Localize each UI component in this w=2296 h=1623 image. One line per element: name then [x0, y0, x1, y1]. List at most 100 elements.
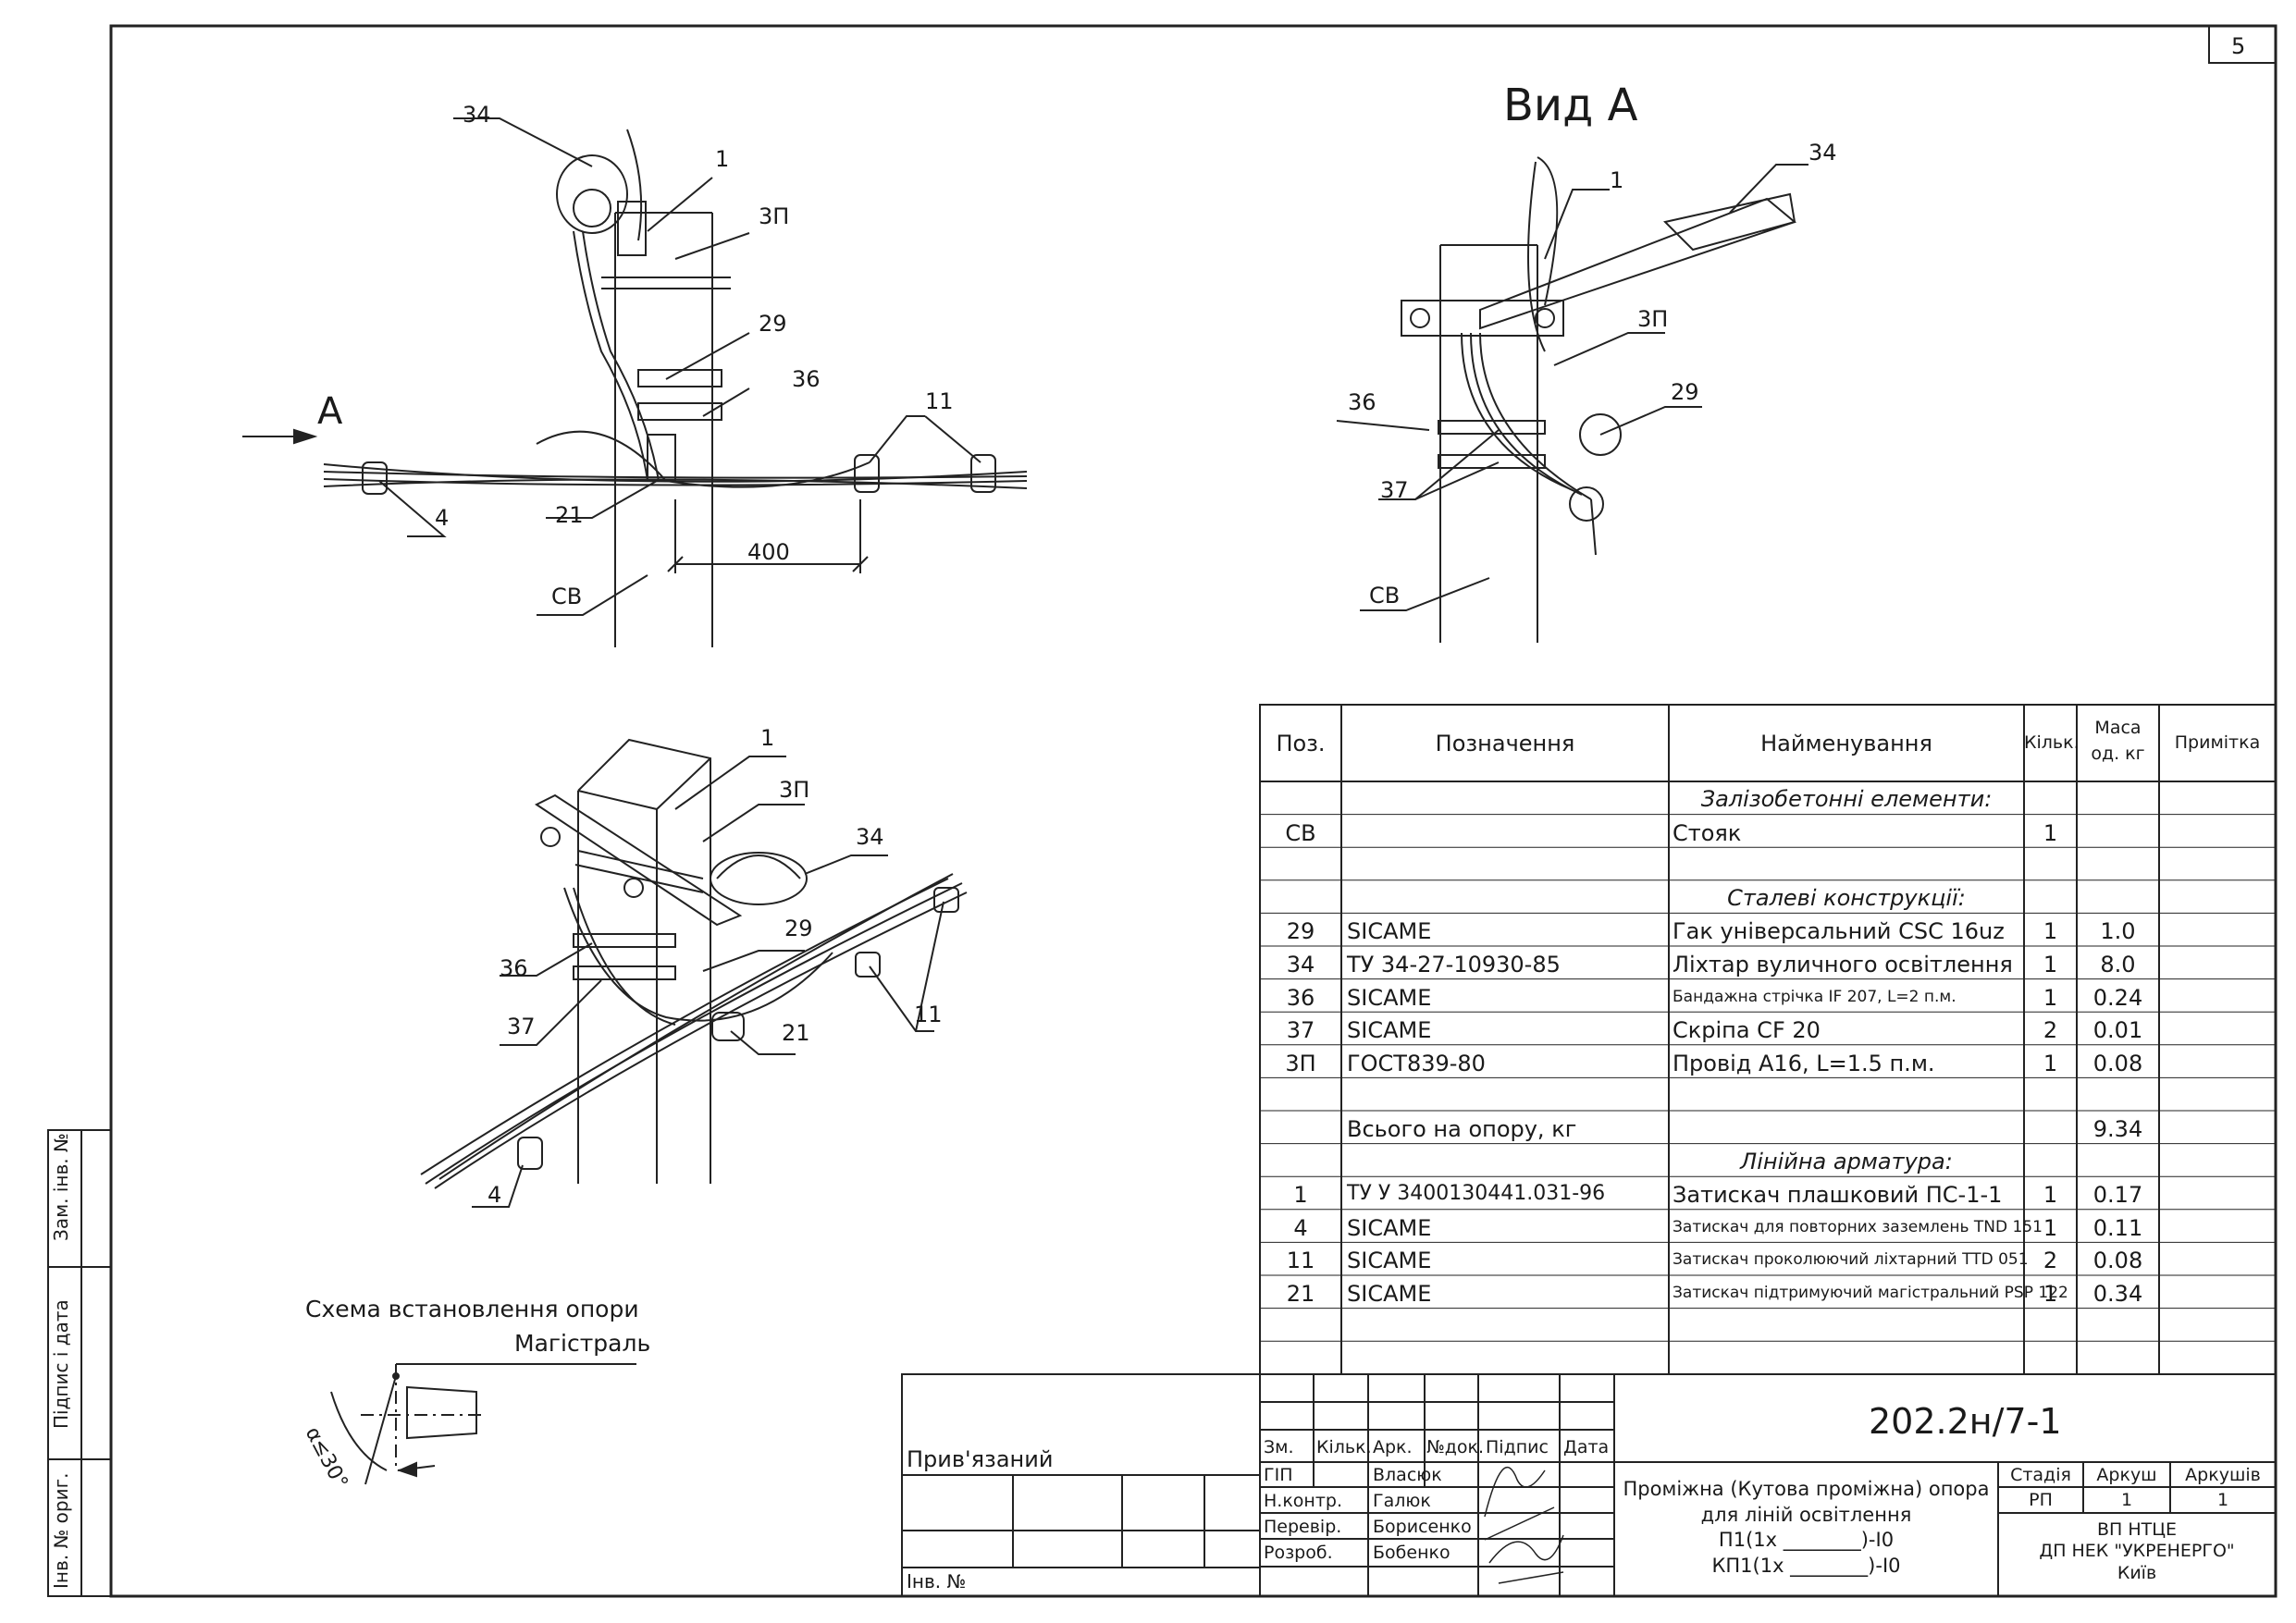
description-line-3: П1(1х ________)-I0	[1718, 1529, 1895, 1551]
description-line-1: Проміжна (Кутова проміжна) опора	[1623, 1478, 1990, 1500]
spec-cell-qty: 1	[2043, 1281, 2058, 1307]
change-header-sheet: Арк.	[1373, 1437, 1413, 1457]
mainline-label: Магістраль	[514, 1330, 651, 1357]
spec-cell-name: Провід А16, L=1.5 п.м.	[1673, 1050, 1935, 1076]
callout-36: 36	[792, 366, 821, 392]
stage-value: РП	[2029, 1490, 2053, 1510]
spec-cell-mass: 0.08	[2092, 1050, 2143, 1076]
spec-header-qty: Кільк.	[2024, 732, 2080, 753]
spec-cell-qty: 1	[2043, 819, 2058, 846]
change-header-docno: №док.	[1426, 1437, 1485, 1457]
spec-cell-mass: 0.17	[2092, 1182, 2143, 1209]
callout-3p: 3П	[759, 203, 790, 229]
name-developed: Бобенко	[1373, 1543, 1450, 1563]
spec-cell-mass: 9.34	[2092, 1116, 2143, 1142]
callout-4: 4	[488, 1182, 502, 1208]
description-line-4: КП1(1х ________)-I0	[1711, 1555, 1901, 1577]
spec-cell-qty: 2	[2043, 1017, 2058, 1044]
role-gip: ГІП	[1264, 1465, 1293, 1485]
callout-37: 37	[507, 1014, 536, 1039]
callout-36: 36	[1348, 389, 1376, 415]
callout-cb: CB	[1369, 583, 1401, 609]
role-norm-control: Н.контр.	[1264, 1491, 1343, 1511]
spec-cell-pos: 37	[1286, 1017, 1315, 1044]
callout-1: 1	[1610, 167, 1624, 193]
spec-cell-designation: Всього на опору, кг	[1347, 1116, 1577, 1142]
spec-cell-pos: 21	[1286, 1281, 1315, 1307]
spec-cell-designation: SICAME	[1347, 1248, 1432, 1274]
callout-1: 1	[760, 725, 775, 751]
view-a-title: Вид A	[1503, 80, 1638, 131]
doc-code: 202.2н/7-1	[1869, 1401, 2062, 1442]
spec-table-row-lines	[1260, 814, 2276, 1375]
name-checked: Борисенко	[1373, 1517, 1472, 1537]
callout-29: 29	[1671, 379, 1699, 405]
inv-label: Інв. №	[907, 1570, 967, 1592]
install-scheme-drawing	[330, 1363, 636, 1485]
spec-cell-name: Затискач плашковий ПС-1-1	[1673, 1182, 2003, 1209]
spec-cell-mass: 8.0	[2100, 952, 2136, 977]
callout-29: 29	[759, 311, 787, 337]
view-arrow-label: A	[317, 390, 343, 433]
callout-3p: 3П	[779, 777, 810, 803]
spec-cell-pos: 36	[1286, 984, 1315, 1011]
spec-header-mass-unit: од. кг	[2091, 744, 2145, 764]
spec-cell-pos: 3П	[1285, 1050, 1316, 1076]
sheet-value: 1	[2120, 1490, 2133, 1510]
org-line-1: ВП НТЦЕ	[2096, 1519, 2177, 1540]
spec-cell-name: Затискач проколюючий ліхтарний TTD 051	[1673, 1250, 2029, 1270]
callout-1: 1	[715, 146, 730, 172]
spec-cell-pos: 11	[1286, 1248, 1315, 1274]
callout-37: 37	[1380, 477, 1409, 503]
spec-section-heading: Залізобетонні елементи:	[1700, 786, 1993, 812]
spec-header-name: Найменування	[1760, 731, 1932, 756]
spec-cell-name: Стояк	[1673, 819, 1742, 846]
sheet-header: Аркуш	[2096, 1465, 2157, 1485]
role-checked: Перевір.	[1264, 1517, 1342, 1537]
role-developed: Розроб.	[1264, 1543, 1333, 1563]
spec-cell-designation: SICAME	[1347, 918, 1432, 945]
change-header-qty: Кільк.	[1316, 1437, 1372, 1457]
spec-cell-designation: SICAME	[1347, 984, 1432, 1011]
main-view-drawing	[242, 117, 1028, 647]
bound-label: Прив'язаний	[907, 1446, 1054, 1472]
spec-cell-pos: CB	[1285, 819, 1316, 846]
spec-cell-mass: 0.24	[2092, 984, 2143, 1011]
callout-4: 4	[435, 505, 450, 531]
callout-11: 11	[925, 388, 954, 414]
spec-cell-qty: 1	[2043, 1214, 2058, 1241]
spec-cell-name: Ліхтар вуличного освітлення	[1673, 952, 2013, 977]
side-stamp-replaced-inv: Зам. інв. №	[50, 1133, 72, 1241]
spec-cell-mass: 0.11	[2092, 1214, 2143, 1241]
spec-section-heading: Лінійна арматура:	[1740, 1148, 1953, 1174]
callout-11: 11	[914, 1002, 943, 1027]
sheets-value: 1	[2216, 1490, 2229, 1510]
org-line-3: Київ	[2117, 1563, 2157, 1583]
callout-21: 21	[555, 502, 584, 528]
spec-cell-designation: ТУ 34-27-10930-85	[1347, 952, 1561, 977]
spec-cell-pos: 29	[1286, 918, 1315, 945]
callout-36: 36	[500, 955, 528, 981]
spec-cell-designation: SICAME	[1347, 1017, 1432, 1044]
spec-cell-name: Гак універсальний CSC 16uz	[1673, 918, 2005, 945]
callout-34: 34	[1808, 140, 1837, 166]
spec-cell-name: Бандажна стрічка IF 207, L=2 п.м.	[1673, 987, 1957, 1006]
side-stamp-signature-date: Підпис і дата	[50, 1299, 72, 1429]
spec-header-mass: Маса	[2094, 718, 2142, 738]
spec-cell-pos: 1	[1293, 1182, 1308, 1209]
spec-cell-name: Затискач підтримуючий магістральний PSP …	[1673, 1284, 2068, 1302]
stage-header: Стадія	[2010, 1465, 2071, 1485]
name-gip: Власюк	[1373, 1465, 1442, 1485]
spec-cell-pos: 4	[1293, 1214, 1308, 1241]
spec-cell-mass: 0.08	[2092, 1248, 2143, 1274]
spec-header-note: Примітка	[2174, 732, 2261, 753]
title-block-grid	[901, 1373, 2277, 1597]
spec-cell-qty: 1	[2043, 984, 2058, 1011]
spec-cell-mass: 1.0	[2100, 918, 2136, 945]
side-stamp-original-inv: Інв. № ориг.	[50, 1472, 72, 1589]
org-line-2: ДП НЕК "УКРЕНЕРГО"	[2039, 1541, 2235, 1561]
description-line-2: для ліній освітлення	[1700, 1504, 1912, 1526]
callout-cb: CB	[551, 584, 583, 609]
spec-cell-qty: 1	[2043, 1050, 2058, 1076]
